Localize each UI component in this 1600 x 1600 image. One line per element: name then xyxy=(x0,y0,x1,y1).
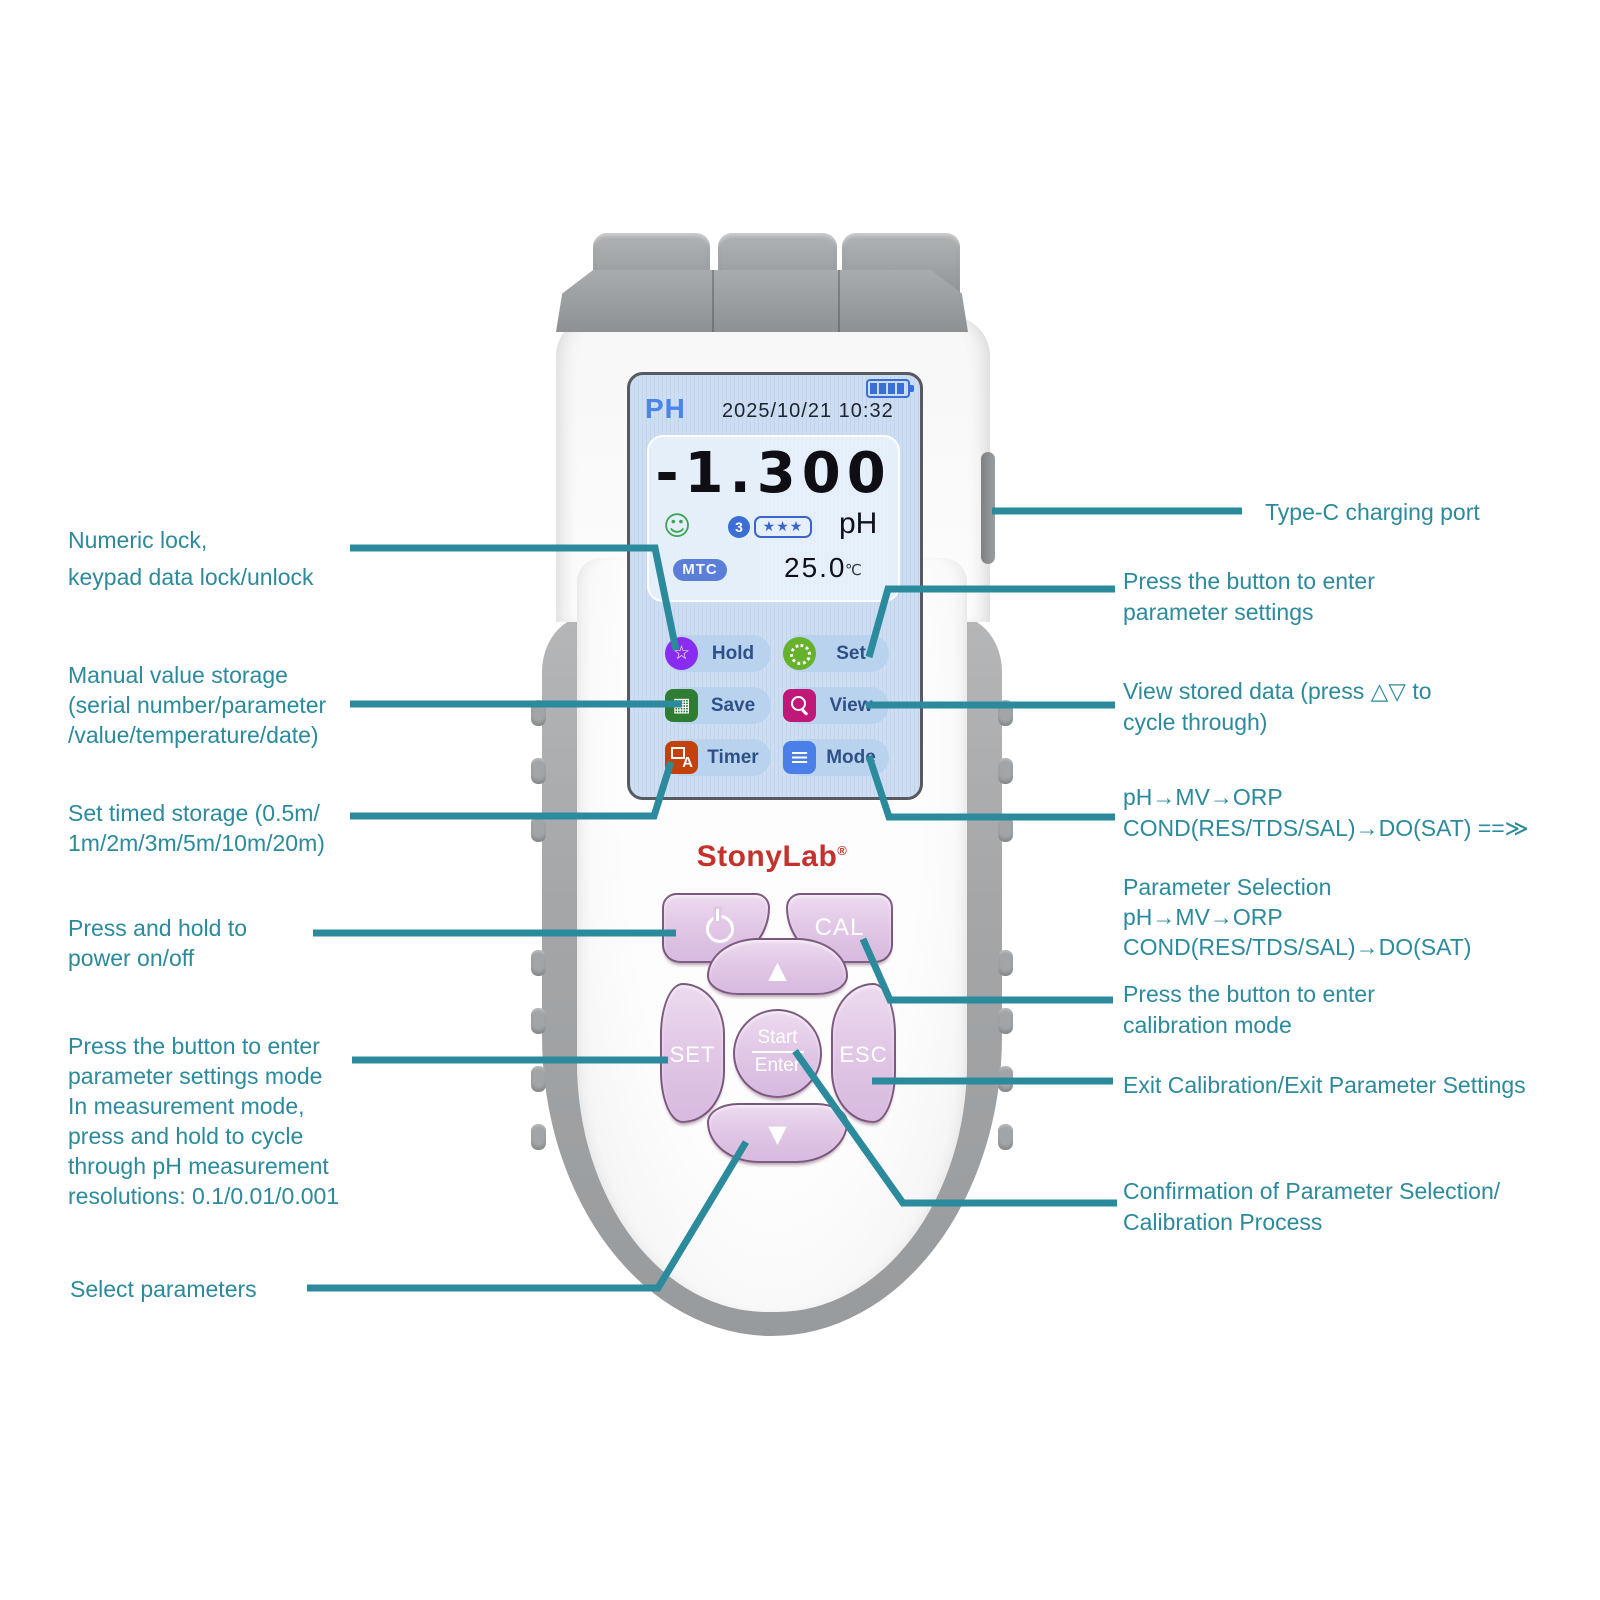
grip-ridge xyxy=(531,1008,546,1034)
grip-ridge xyxy=(998,758,1013,784)
annotation-manual-storage: Manual value storage (serial number/para… xyxy=(68,662,327,748)
screen-button-set[interactable]: Set xyxy=(783,635,889,672)
grip-ridge xyxy=(998,1124,1013,1150)
annotation-set-mode: Press the button to enter parameter sett… xyxy=(68,1033,340,1209)
screen-button-timer[interactable]: A Timer xyxy=(665,739,771,776)
top-cap xyxy=(556,270,968,332)
screen-button-save[interactable]: Save xyxy=(665,687,771,724)
grip-ridge xyxy=(531,950,546,976)
grip-ridge xyxy=(531,816,546,842)
timer-a-icon: A xyxy=(665,741,698,774)
gear-icon xyxy=(783,637,816,670)
battery-icon xyxy=(866,379,914,398)
annotation-type-c: Type-C charging port xyxy=(1265,499,1480,525)
grip-ridge xyxy=(531,1066,546,1092)
list-icon xyxy=(783,741,816,774)
mode-label: PH xyxy=(645,393,686,424)
type-c-port[interactable] xyxy=(981,452,995,564)
temperature-value: 25.0 xyxy=(784,552,847,583)
annotation-param-selection: Parameter Selection pH→MV→ORP COND(RES/T… xyxy=(1123,874,1472,960)
grip-ridge xyxy=(998,1008,1013,1034)
annotation-select-params: Select parameters xyxy=(70,1276,257,1302)
up-arrow-button[interactable]: ▲ xyxy=(707,938,848,995)
temperature-unit: ℃ xyxy=(845,561,862,579)
cal-points-badge: 3 xyxy=(728,516,750,538)
start-enter-button[interactable]: Start Enter xyxy=(733,1009,822,1098)
annotation-confirm: Confirmation of Parameter Selection/ Cal… xyxy=(1123,1178,1501,1235)
annotation-mode-cycle: pH→MV→ORP COND(RES/TDS/SAL)→DO(SAT) ==≫ xyxy=(1123,784,1529,841)
screen-button-mode[interactable]: Mode xyxy=(783,739,889,776)
pin-icon xyxy=(665,637,698,670)
annotation-timed-storage: Set timed storage (0.5m/ 1m/2m/3m/5m/10m… xyxy=(68,800,325,856)
annotation-power: Press and hold to power on/off xyxy=(68,915,248,971)
grip-ridge xyxy=(998,816,1013,842)
temp-mode-badge: MTC xyxy=(673,559,727,581)
screen-button-hold[interactable]: Hold xyxy=(665,635,771,672)
screen-button-view[interactable]: View xyxy=(783,687,889,724)
magnifier-icon xyxy=(783,689,816,722)
grip-ridge xyxy=(998,1066,1013,1092)
power-icon xyxy=(706,915,734,943)
brand-logo: StonyLab® xyxy=(696,840,848,873)
annotation-calibration: Press the button to enter calibration mo… xyxy=(1123,981,1375,1038)
grip-ridge xyxy=(998,700,1013,726)
annotation-view-stored: View stored data (press △▽ to cycle thro… xyxy=(1123,678,1432,735)
grip-ridge xyxy=(531,758,546,784)
grip-ridge xyxy=(998,950,1013,976)
set-button[interactable]: SET xyxy=(660,983,725,1123)
annotation-numeric-lock: Numeric lock, keypad data lock/unlock xyxy=(68,527,314,590)
measurement-panel: -1.300 3 ★★★ pH MTC 25.0 ℃ xyxy=(647,435,900,602)
save-grid-icon xyxy=(665,689,698,722)
grip-ridge xyxy=(531,700,546,726)
annotation-exit: Exit Calibration/Exit Parameter Settings xyxy=(1123,1072,1526,1098)
lcd-screen: PH 2025/10/21 10:32 -1.300 3 ★★★ pH MTC … xyxy=(627,372,923,800)
ph-reading: -1.300 xyxy=(655,441,892,506)
stability-stars: ★★★ xyxy=(754,516,812,538)
smiley-icon xyxy=(663,513,691,540)
esc-button[interactable]: ESC xyxy=(831,983,896,1123)
down-arrow-button[interactable]: ▼ xyxy=(707,1103,848,1163)
unit-label: pH xyxy=(839,507,878,540)
datetime: 2025/10/21 10:32 xyxy=(722,400,894,422)
grip-ridge xyxy=(531,1124,546,1150)
annotation-param-settings: Press the button to enter parameter sett… xyxy=(1123,568,1375,625)
